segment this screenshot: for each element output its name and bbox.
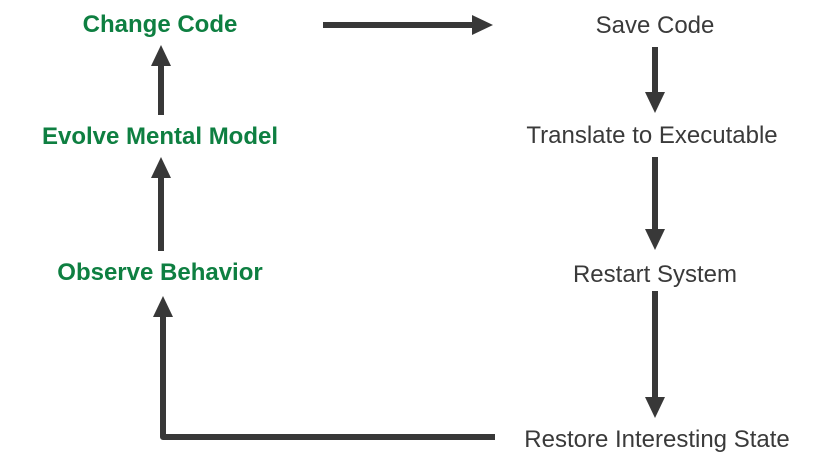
arrow-change-to-save	[323, 15, 493, 35]
arrow-observe-to-evolve	[151, 157, 171, 251]
arrow-save-to-translate	[645, 47, 665, 113]
node-change-code: Change Code	[82, 10, 238, 38]
node-observe-behavior: Observe Behavior	[57, 258, 263, 286]
node-restart-system: Restart System	[572, 260, 738, 288]
arrow-translate-to-restart	[645, 157, 665, 250]
node-save-code: Save Code	[595, 11, 715, 39]
node-translate-to-executable: Translate to Executable	[526, 121, 778, 149]
arrow-restore-to-observe	[153, 296, 495, 440]
arrow-evolve-to-change	[151, 45, 171, 115]
node-restore-interesting-state: Restore Interesting State	[524, 425, 790, 453]
arrow-restart-to-restore	[645, 291, 665, 418]
node-evolve-mental-model: Evolve Mental Model	[41, 122, 279, 150]
